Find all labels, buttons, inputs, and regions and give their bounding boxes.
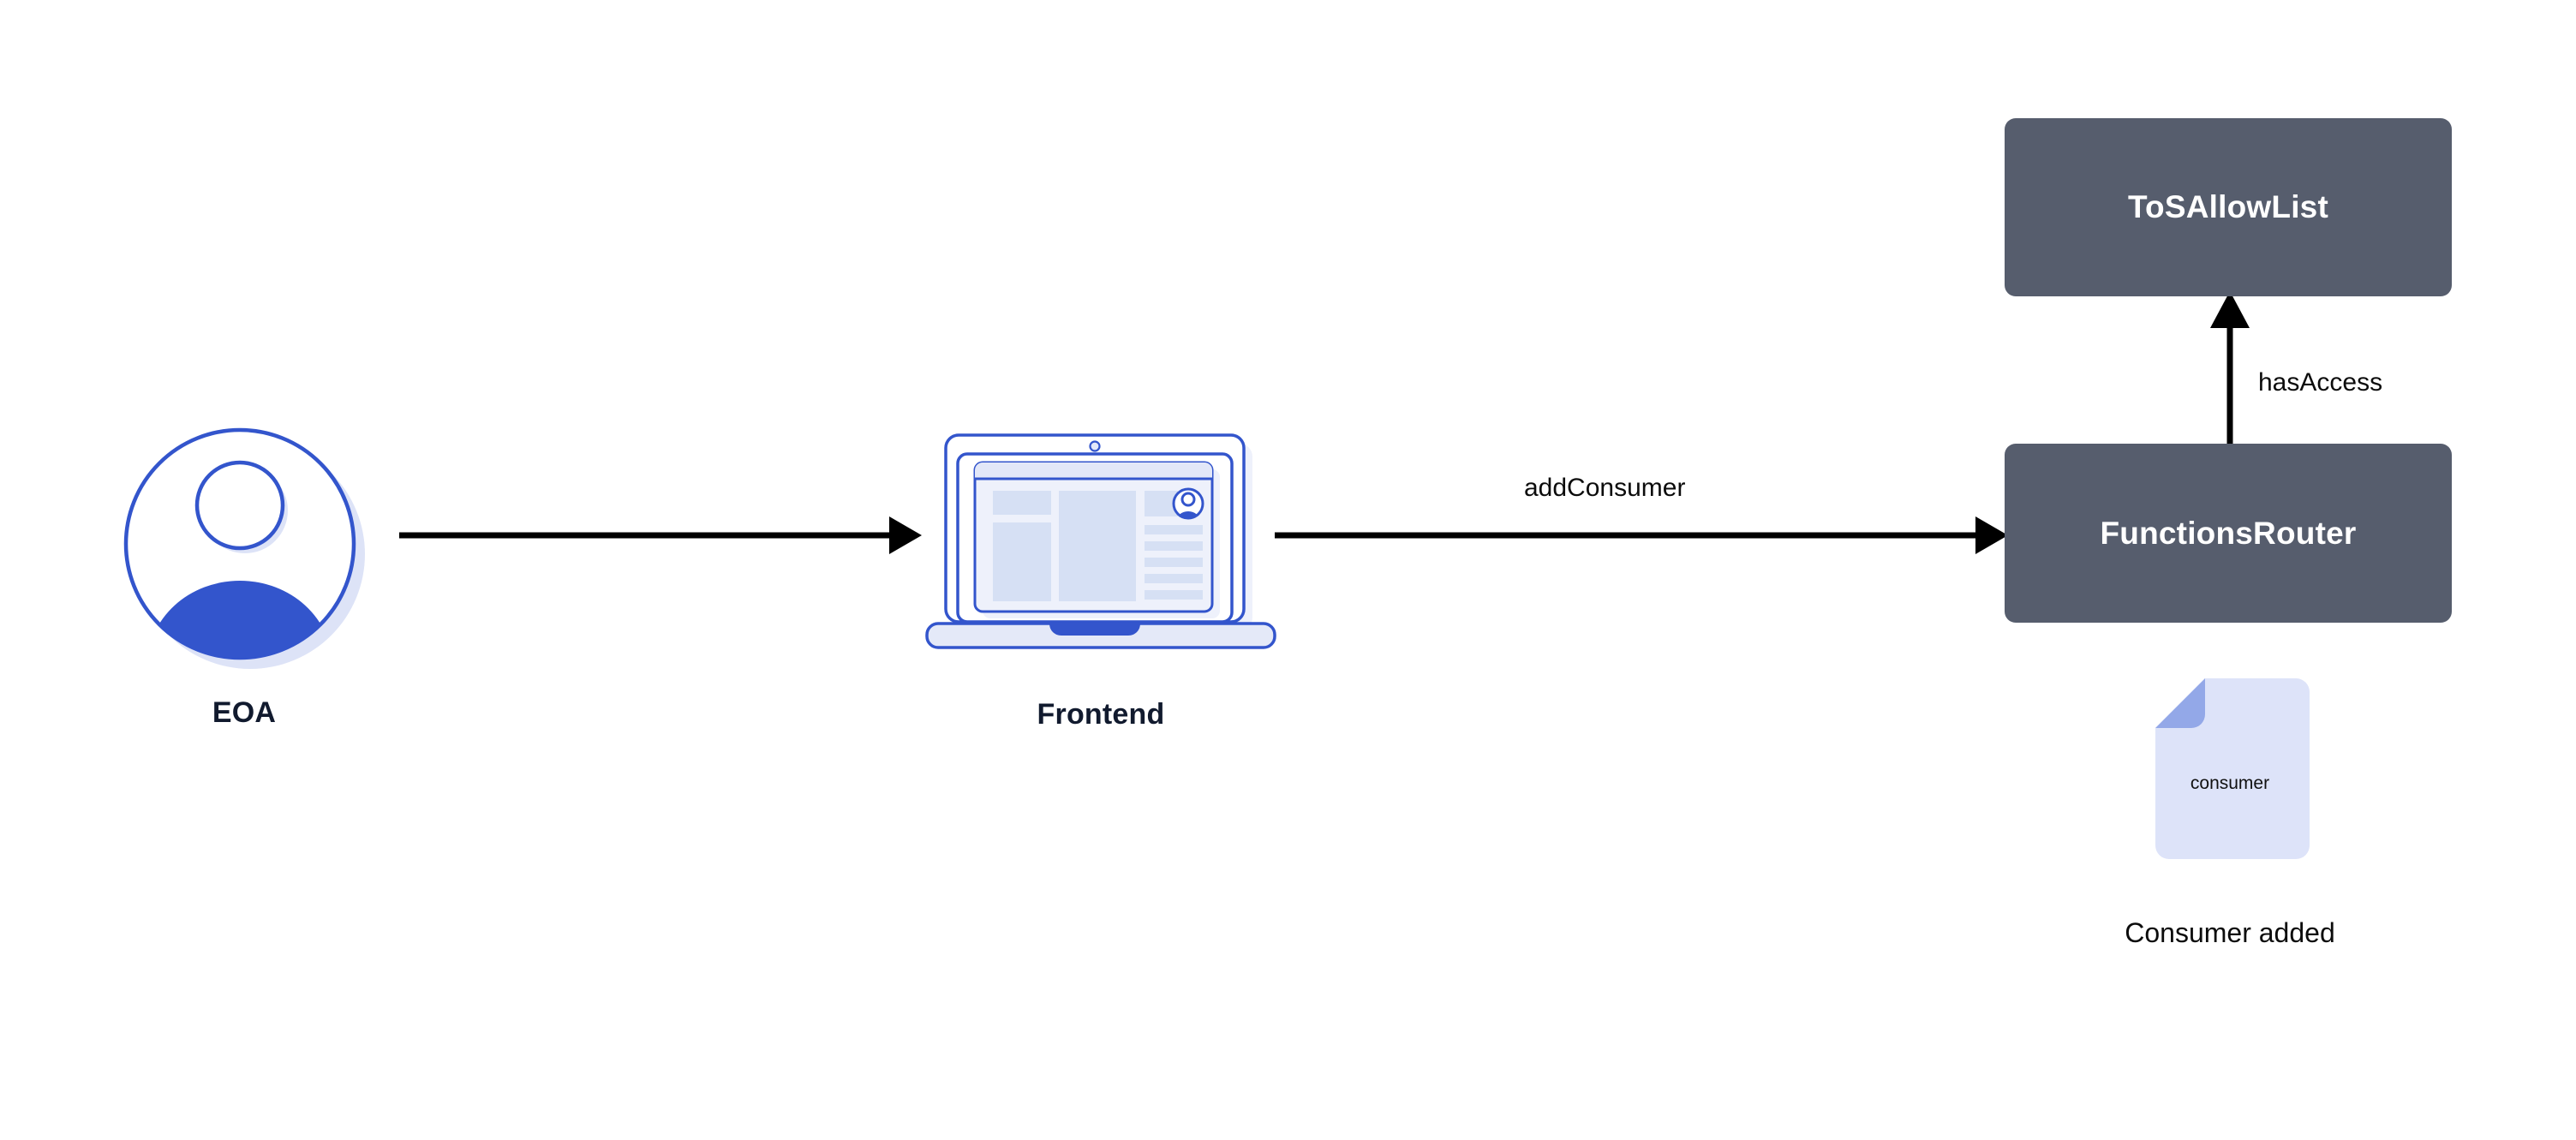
node-eoa[interactable]: EOA xyxy=(120,424,377,767)
arrow-functions-router-to-tos-allowlist xyxy=(2210,291,2250,451)
node-consumer-document[interactable]: consumer Consumer added xyxy=(2125,673,2407,948)
node-tos-allowlist[interactable]: ToSAllowList xyxy=(2005,118,2452,296)
user-avatar-icon xyxy=(123,427,365,669)
document-icon xyxy=(2155,678,2310,859)
arrow-eoa-to-frontend xyxy=(399,516,922,554)
arrow-frontend-to-functions-router xyxy=(1275,516,2008,554)
edge-label-has-access: hasAccess xyxy=(2258,368,2383,397)
laptop-icon xyxy=(925,433,1276,649)
node-frontend-label: Frontend xyxy=(1037,698,1165,731)
node-frontend[interactable]: Frontend xyxy=(917,428,1294,771)
consumer-added-caption: Consumer added xyxy=(2125,917,2335,948)
node-functions-router[interactable]: FunctionsRouter xyxy=(2005,444,2452,623)
node-tos-allowlist-label: ToSAllowList xyxy=(2128,189,2328,224)
node-functions-router-label: FunctionsRouter xyxy=(2100,515,2357,551)
edge-label-add-consumer: addConsumer xyxy=(1524,474,1686,502)
document-file-label: consumer xyxy=(2190,773,2270,793)
node-eoa-label: EOA xyxy=(212,696,277,729)
browser-avatar-icon xyxy=(1172,487,1204,520)
